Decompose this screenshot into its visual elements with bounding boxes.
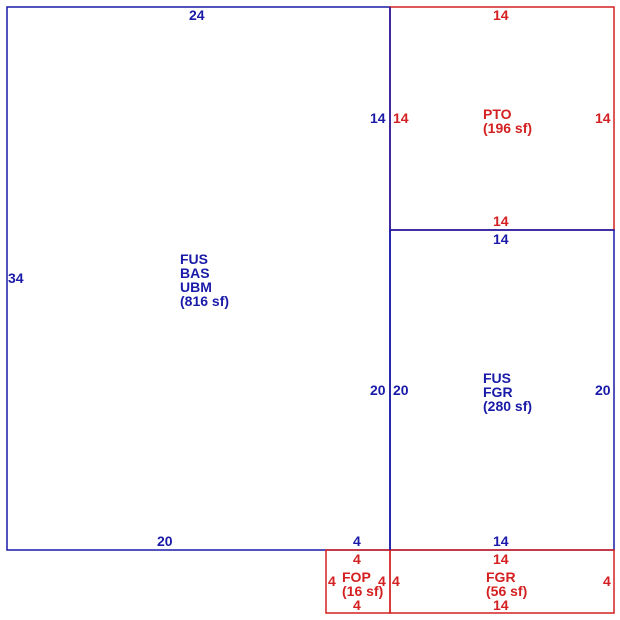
pto-area-line-1: PTO xyxy=(483,106,512,122)
dim-pto-left: 14 xyxy=(393,110,409,126)
fop-area-line-2: (16 sf) xyxy=(342,583,384,599)
main-area-line-2: BAS xyxy=(180,265,210,281)
dim-garage-top: 14 xyxy=(493,231,509,247)
dim-fgr-top: 14 xyxy=(493,551,509,567)
main-area-line-3: UBM xyxy=(180,279,212,295)
dim-fgr-right: 4 xyxy=(603,573,611,589)
dim-main-left: 34 xyxy=(8,270,24,286)
dim-fop-bottom: 4 xyxy=(353,597,361,613)
dim-pto-top: 14 xyxy=(493,7,509,23)
dim-main-bottom-left: 20 xyxy=(157,533,173,549)
dim-main-bottom-right: 4 xyxy=(353,533,361,549)
garage-area-line-1: FUS xyxy=(483,370,511,386)
fgr-area-label: FGR (56 sf) xyxy=(486,570,527,598)
dim-fgr-left: 4 xyxy=(392,573,400,589)
dim-fgr-bottom: 14 xyxy=(493,597,509,613)
main-area-line-1: FUS xyxy=(180,251,208,267)
dim-garage-bottom: 14 xyxy=(493,533,509,549)
dim-fop-left: 4 xyxy=(328,573,336,589)
dim-fop-top: 4 xyxy=(353,551,361,567)
garage-area-line-2: FGR xyxy=(483,384,513,400)
garage-area-line-3: (280 sf) xyxy=(483,398,533,414)
dim-fop-right: 4 xyxy=(378,573,386,589)
fop-area-label: FOP (16 sf) xyxy=(342,570,383,598)
dim-main-right-lower: 20 xyxy=(370,382,386,398)
fop-area-line-1: FOP xyxy=(342,569,371,585)
dim-garage-right: 20 xyxy=(595,382,611,398)
main-area-label: FUS BAS UBM (816 sf) xyxy=(180,252,229,308)
dim-main-top: 24 xyxy=(189,7,205,23)
dim-pto-right: 14 xyxy=(595,110,611,126)
fgr-area-line-2: (56 sf) xyxy=(486,583,528,599)
fgr-area-line-1: FGR xyxy=(486,569,516,585)
dim-garage-left: 20 xyxy=(393,382,409,398)
main-area-line-4: (816 sf) xyxy=(180,293,230,309)
dim-pto-bottom: 14 xyxy=(493,213,509,229)
pto-area-line-2: (196 sf) xyxy=(483,120,533,136)
fgr-area-outline xyxy=(389,549,615,614)
pto-area-label: PTO (196 sf) xyxy=(483,107,532,135)
garage-area-label: FUS FGR (280 sf) xyxy=(483,371,532,413)
dim-main-right-upper: 14 xyxy=(370,110,386,126)
